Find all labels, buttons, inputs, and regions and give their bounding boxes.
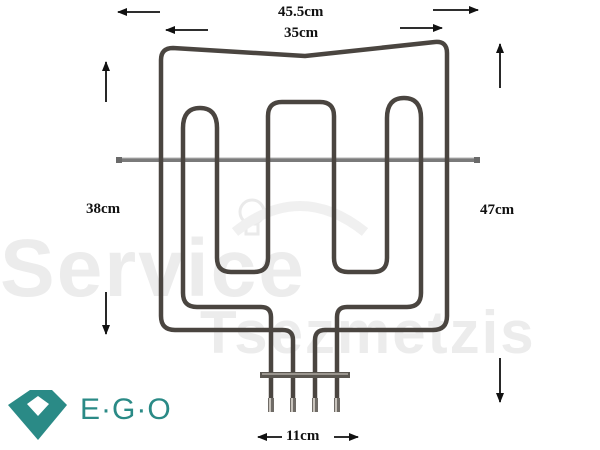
inner-heating-loop <box>180 95 424 405</box>
left-height-label: 38cm <box>86 201 121 217</box>
terminal-block <box>260 372 350 378</box>
right-height-label: 47cm <box>480 202 515 218</box>
outer-heating-loop <box>158 39 450 405</box>
ego-logo-icon <box>8 390 67 440</box>
outer-width-label: 45.5cm <box>278 4 324 20</box>
watermark-service: Service <box>0 223 306 314</box>
mounting-bracket <box>116 157 480 163</box>
arrow-icon <box>102 6 504 441</box>
lightbulb-icon <box>231 198 369 236</box>
inner-width-label: 35cm <box>284 25 319 41</box>
watermark-tsezmetzis: Tsezmetzis <box>200 299 536 366</box>
ego-logo-text: E·G·O <box>80 393 172 426</box>
terminal-spacing-label: 11cm <box>286 428 320 444</box>
terminal-pins <box>268 398 340 412</box>
